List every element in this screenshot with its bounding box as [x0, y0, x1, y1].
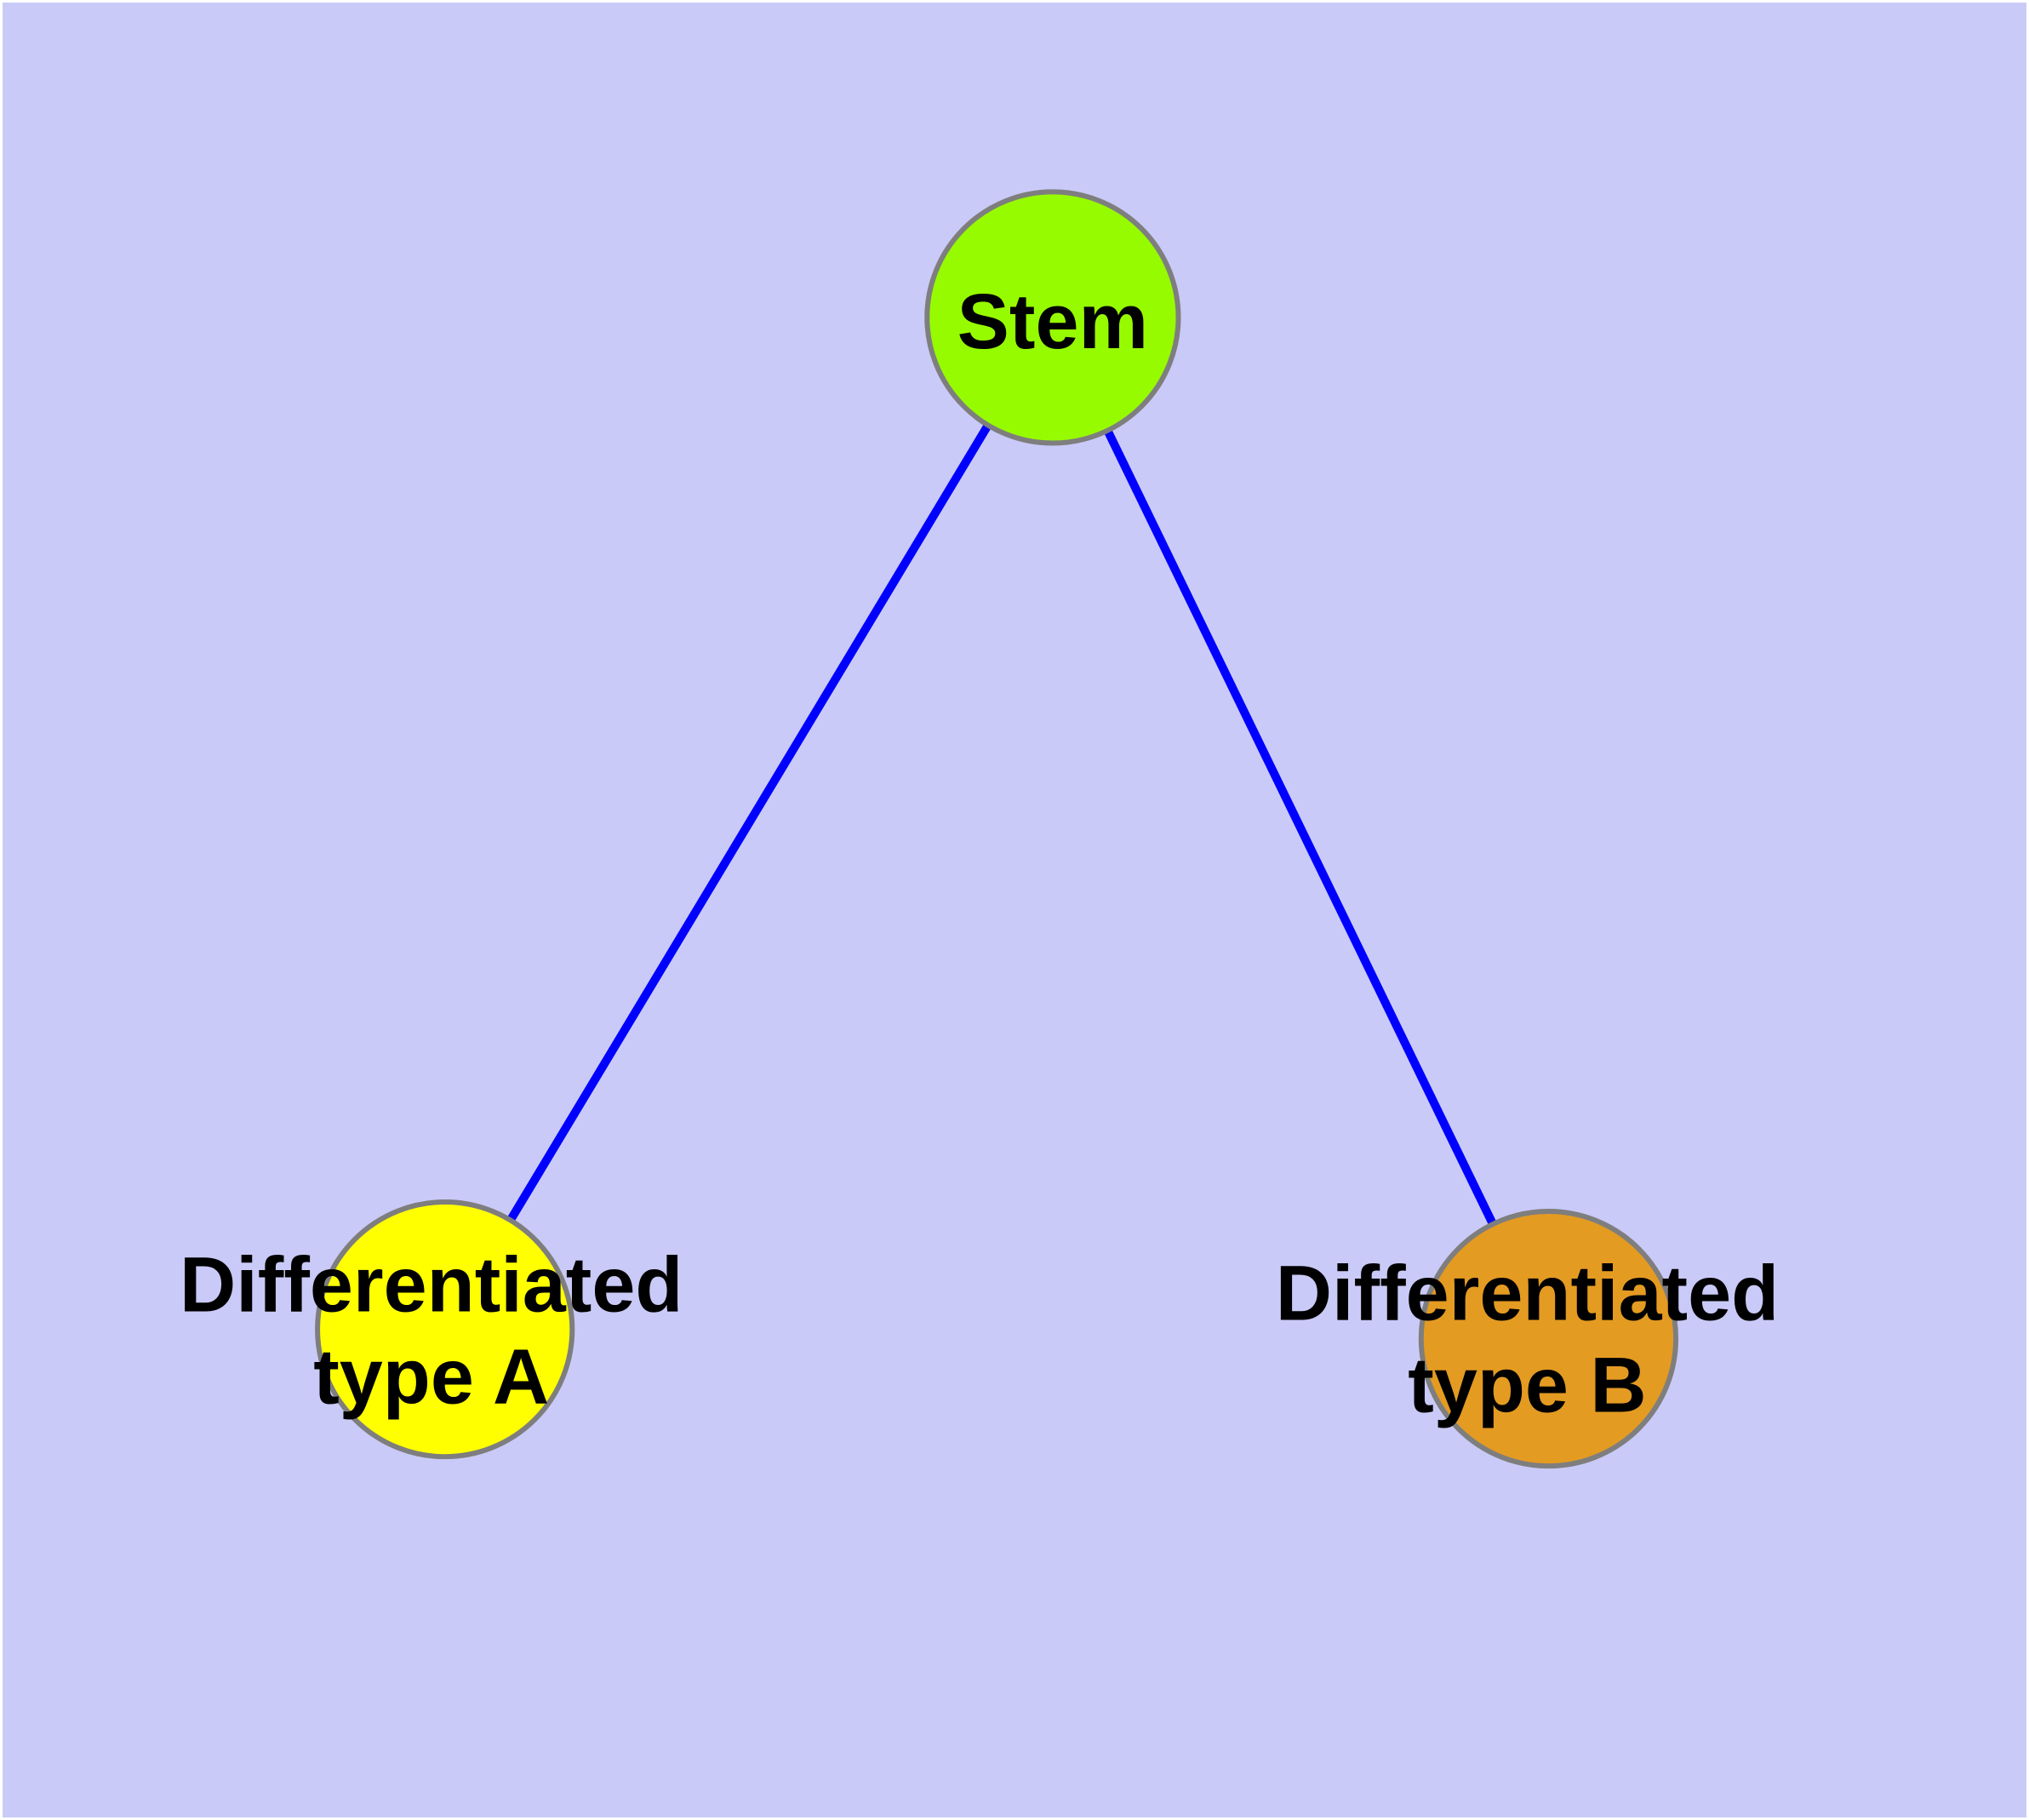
edge-stem-to-diff-type-a [441, 315, 1057, 1332]
node-diff-type-b [1418, 1209, 1679, 1469]
node-stem [924, 189, 1181, 446]
edge-stem-to-diff-type-b [1049, 315, 1552, 1341]
node-diff-type-a [315, 1199, 575, 1460]
